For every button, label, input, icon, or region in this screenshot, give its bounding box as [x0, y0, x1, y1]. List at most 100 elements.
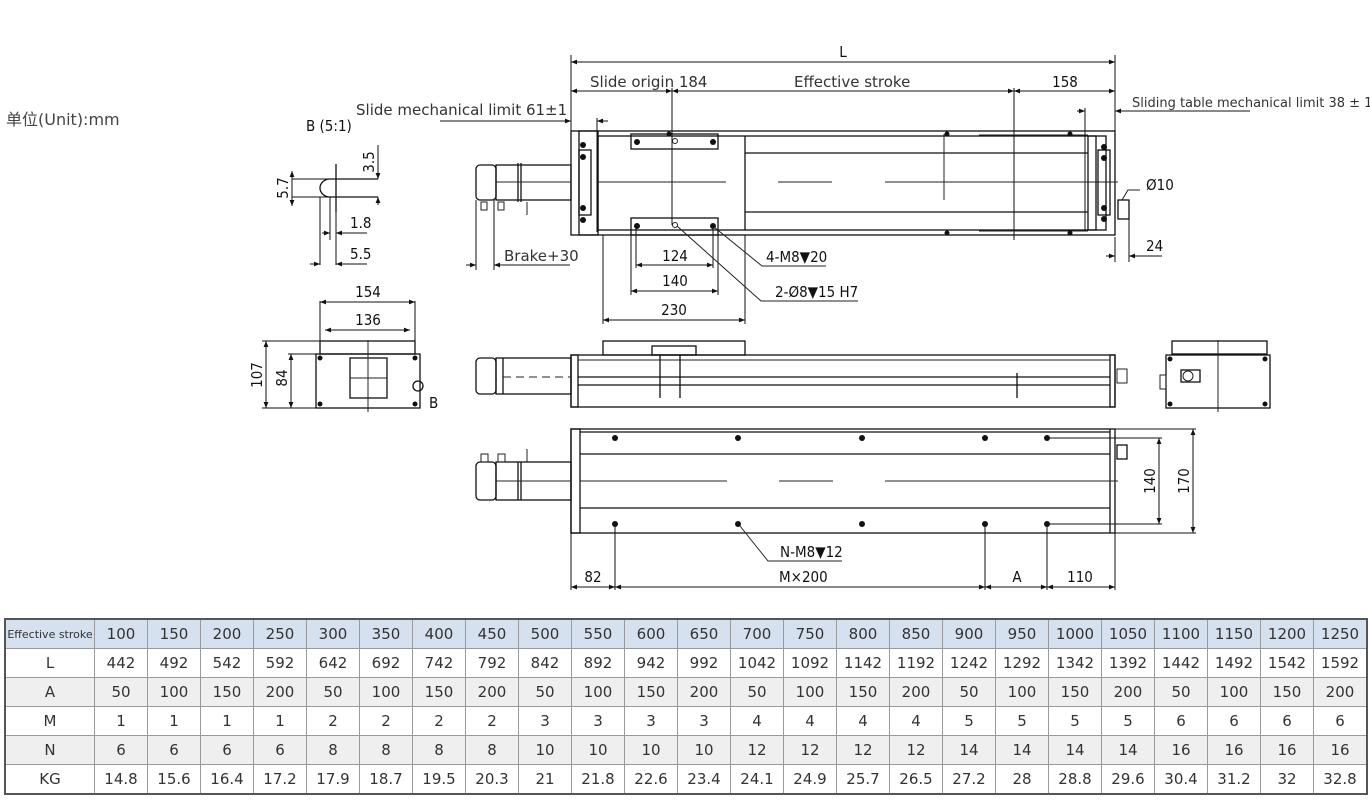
brake-label: Brake+30	[504, 247, 579, 265]
unit-label: 单位(Unit):mm	[6, 110, 120, 129]
stroke-header-cell: 1100	[1154, 618, 1208, 649]
table-cell: 150	[836, 677, 890, 707]
detail-b: B (5:1) 3.5 5.7 1.8 5.5	[274, 117, 381, 267]
table-cell: 3	[518, 706, 572, 736]
table-cell: 4	[836, 706, 890, 736]
dim-84: 84	[273, 369, 291, 386]
table-cell: 10	[624, 735, 678, 765]
side-view	[475, 340, 1128, 408]
table-cell: 1292	[995, 648, 1049, 678]
table-cell: 842	[518, 648, 572, 678]
table-cell: 1042	[730, 648, 784, 678]
table-cell: 22.6	[624, 764, 678, 795]
table-cell: 100	[995, 677, 1049, 707]
table-cell: 2	[306, 706, 360, 736]
technical-drawing: L Slide origin 184 Effective stroke 158 …	[248, 43, 1370, 590]
row-label: A	[4, 677, 95, 707]
table-cell: 200	[465, 677, 519, 707]
table-cell: 1592	[1313, 648, 1368, 678]
table-cell: 10	[518, 735, 572, 765]
table-cell: 942	[624, 648, 678, 678]
dia-10-label: Ø10	[1146, 176, 1174, 194]
stroke-header-cell: 250	[253, 618, 307, 649]
dim-24: 24	[1146, 237, 1163, 255]
row-label: N	[4, 735, 95, 765]
table-cell: 25.7	[836, 764, 890, 795]
table-cell: 10	[677, 735, 731, 765]
table-cell: 1242	[942, 648, 996, 678]
table-cell: 16	[1207, 735, 1261, 765]
table-cell: 16	[1154, 735, 1208, 765]
stroke-header-cell: 700	[730, 618, 784, 649]
header-label: Effective stroke	[4, 618, 95, 649]
callout-m8: 4-M8▼20	[766, 248, 827, 266]
dim-L: L	[839, 43, 847, 61]
table-cell: 50	[730, 677, 784, 707]
stroke-header-cell: 1150	[1207, 618, 1261, 649]
table-cell: 4	[783, 706, 837, 736]
table-cell: 150	[1048, 677, 1102, 707]
table-cell: 3	[677, 706, 731, 736]
table-cell: 6	[1207, 706, 1261, 736]
table-cell: 3	[624, 706, 678, 736]
dim-170-vertical: 170	[1175, 468, 1193, 494]
table-cell: 12	[889, 735, 943, 765]
table-cell: 28.8	[1048, 764, 1102, 795]
table-cell: 150	[200, 677, 254, 707]
bottom-view: 82 M×200 A 110 N-M8▼12 140 170	[475, 428, 1196, 590]
table-cell: 2	[359, 706, 413, 736]
table-cell: 21.8	[571, 764, 625, 795]
table-cell: 19.5	[412, 764, 466, 795]
table-cell: 5	[1048, 706, 1102, 736]
dim-5-5: 5.5	[350, 245, 371, 263]
table-cell: 5	[1101, 706, 1155, 736]
table-cell: 30.4	[1154, 764, 1208, 795]
table-cell: 492	[147, 648, 201, 678]
dim-107: 107	[248, 362, 266, 388]
table-cell: 12	[730, 735, 784, 765]
table-cell: 26.5	[889, 764, 943, 795]
table-cell: 32.8	[1313, 764, 1368, 795]
table-cell: 6	[1260, 706, 1314, 736]
table-cell: 3	[571, 706, 625, 736]
table-cell: 1	[94, 706, 148, 736]
table-cell: 100	[783, 677, 837, 707]
stroke-header-cell: 900	[942, 618, 996, 649]
stroke-header-cell: 150	[147, 618, 201, 649]
stroke-header-cell: 1200	[1260, 618, 1314, 649]
stroke-header-cell: 300	[306, 618, 360, 649]
table-cell: 50	[518, 677, 572, 707]
table-cell: 100	[571, 677, 625, 707]
table-cell: 14	[1048, 735, 1102, 765]
table-cell: 2	[465, 706, 519, 736]
table-cell: 200	[1101, 677, 1155, 707]
table-cell: 14	[1101, 735, 1155, 765]
table-cell: 24.9	[783, 764, 837, 795]
table-cell: 1	[200, 706, 254, 736]
dim-a: A	[1012, 568, 1022, 586]
table-cell: 8	[412, 735, 466, 765]
dim-110: 110	[1067, 568, 1093, 586]
stroke-header-cell: 1050	[1101, 618, 1155, 649]
table-cell: 1492	[1207, 648, 1261, 678]
table-cell: 24.1	[730, 764, 784, 795]
table-cell: 16	[1313, 735, 1368, 765]
table-cell: 200	[1313, 677, 1368, 707]
table-cell: 15.6	[147, 764, 201, 795]
dim-230: 230	[661, 301, 687, 319]
stroke-header-cell: 950	[995, 618, 1049, 649]
stroke-header-cell: 550	[571, 618, 625, 649]
table-cell: 542	[200, 648, 254, 678]
table-cell: 6	[200, 735, 254, 765]
top-view: L Slide origin 184 Effective stroke 158 …	[356, 43, 1370, 324]
stroke-header-cell: 600	[624, 618, 678, 649]
table-cell: 12	[783, 735, 837, 765]
dim-124: 124	[662, 247, 688, 265]
table-cell: 14.8	[94, 764, 148, 795]
callout-pin: 2-Ø8▼15 H7	[775, 283, 858, 301]
table-cell: 100	[359, 677, 413, 707]
table-cell: 28	[995, 764, 1049, 795]
